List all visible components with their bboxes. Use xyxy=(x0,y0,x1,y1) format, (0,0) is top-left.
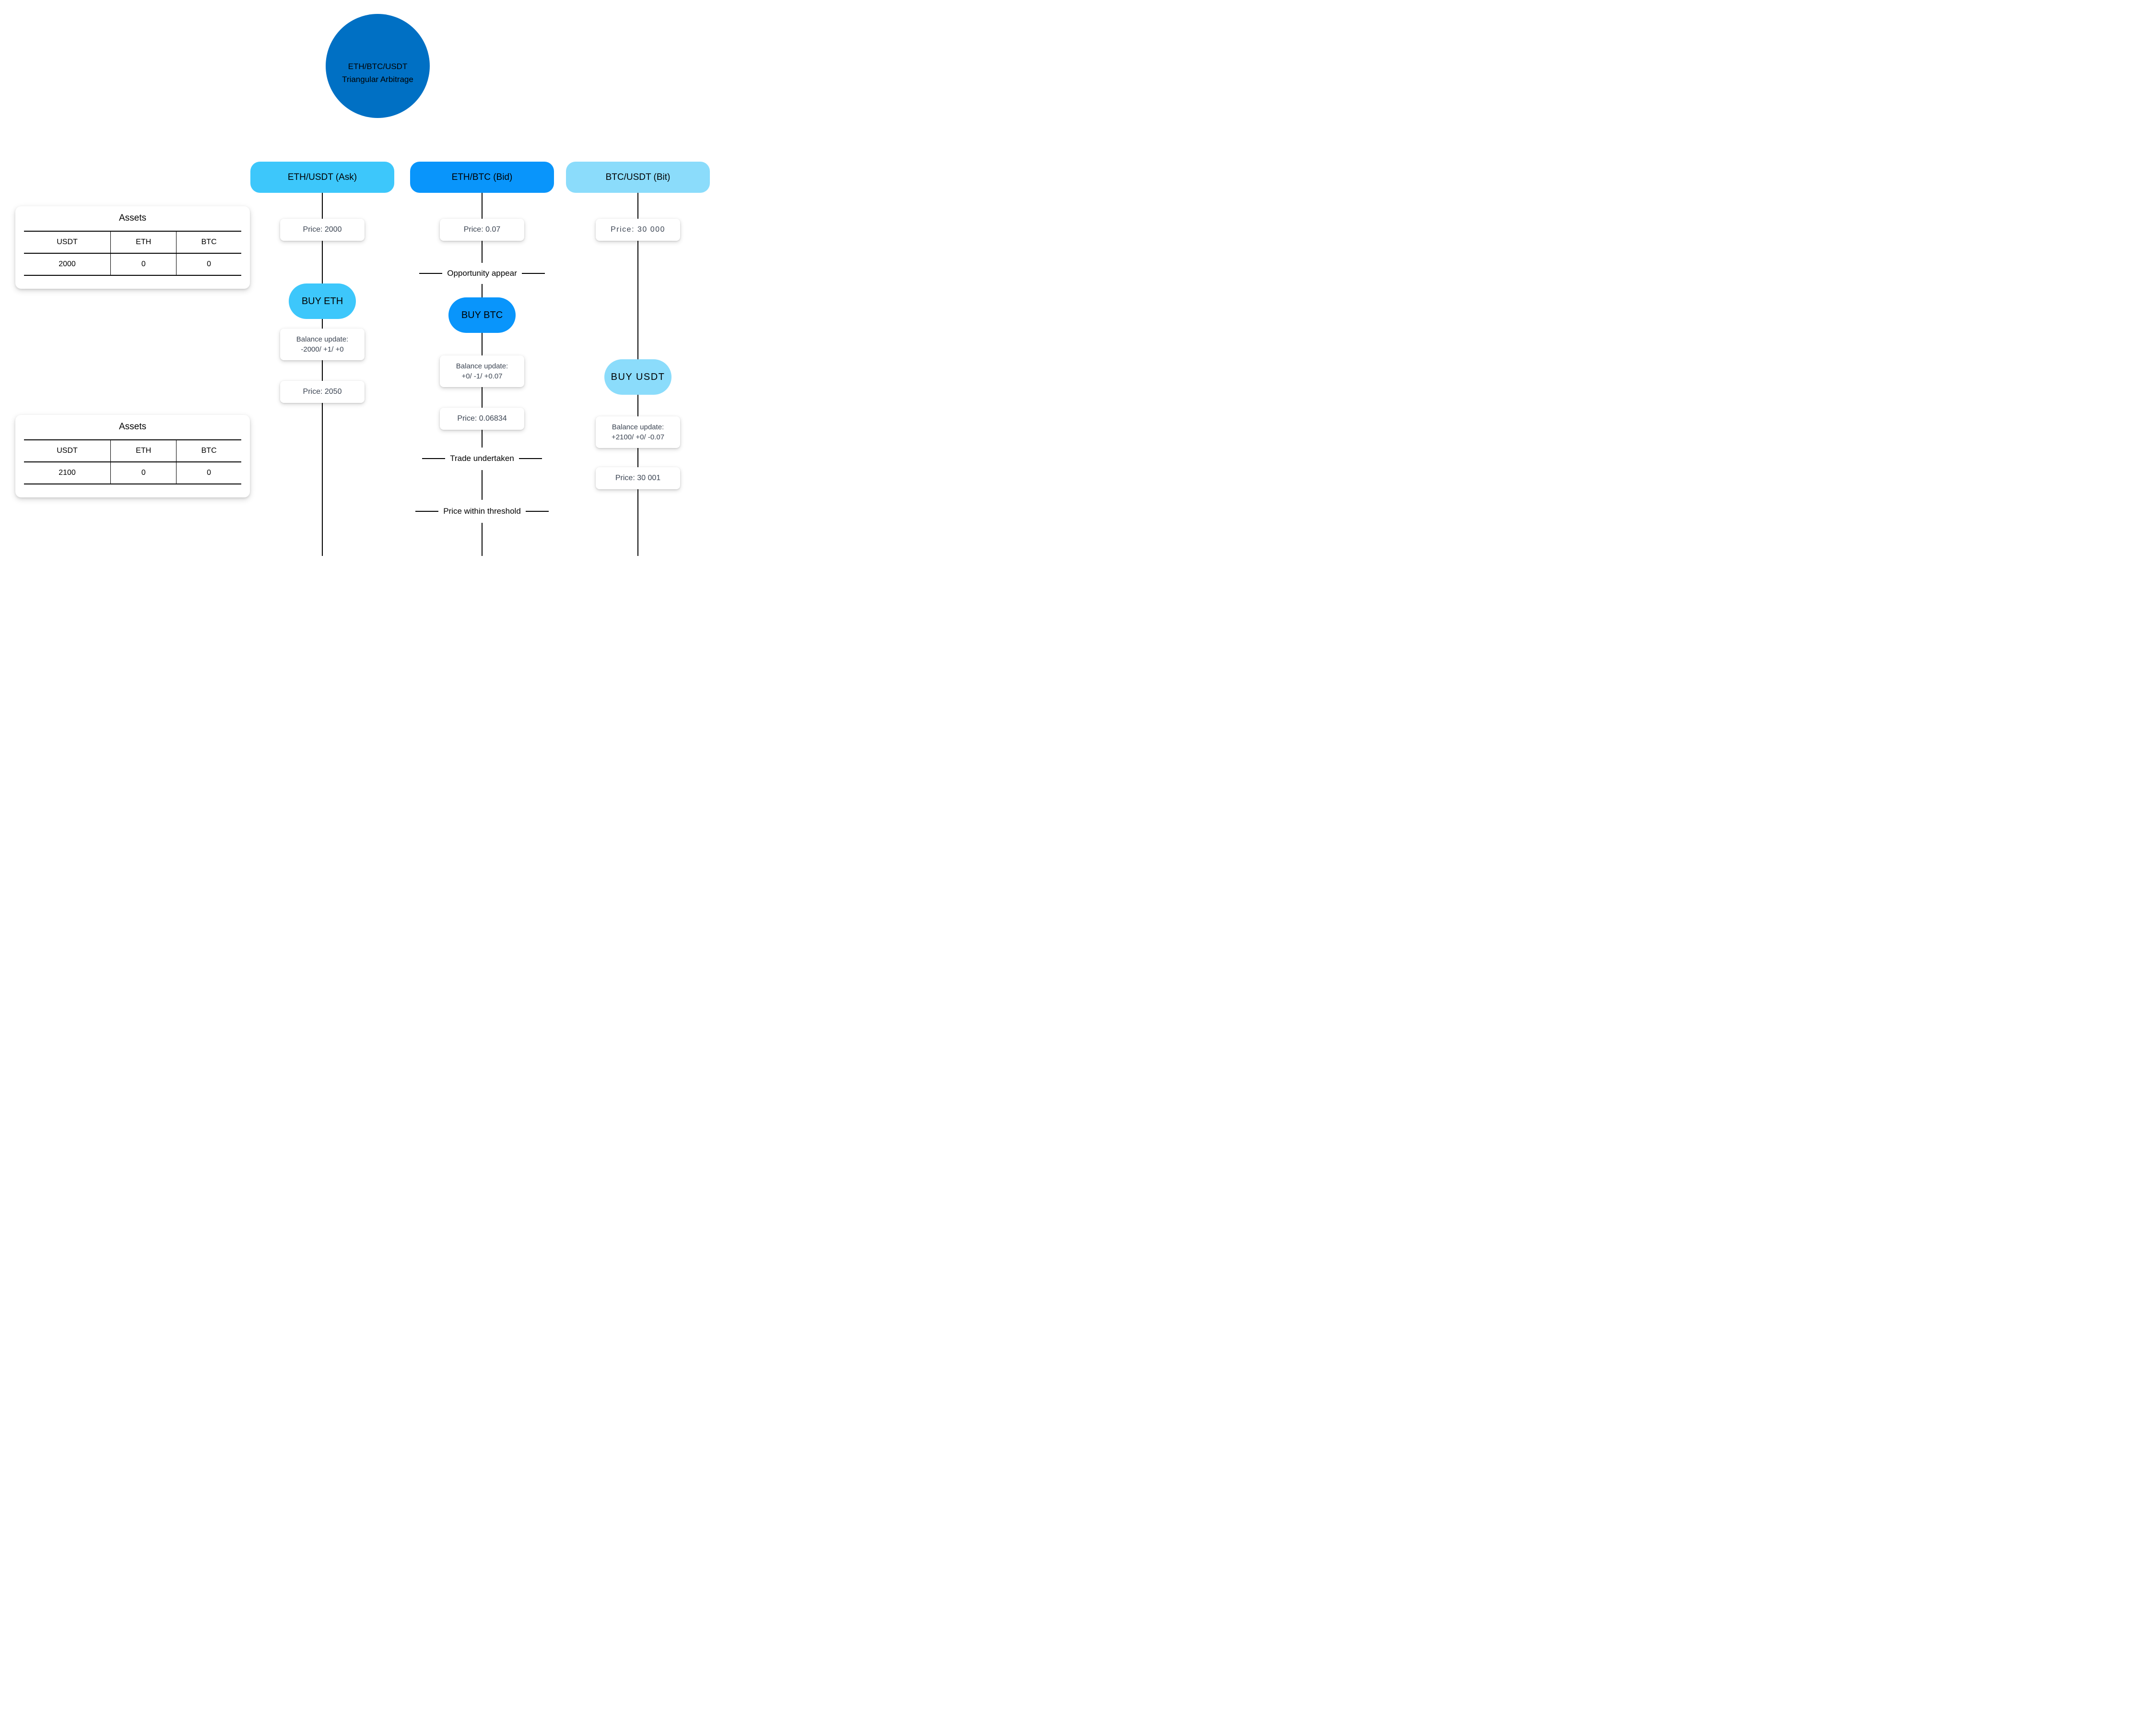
assets-table: USDT ETH BTC 2000 0 0 xyxy=(24,231,241,276)
title-circle-label: ETH/BTC/USDT Triangular Arbitrage xyxy=(342,60,413,86)
price-close-eth-btc-label: Price: 0.06834 xyxy=(457,414,507,423)
separator-line xyxy=(525,511,549,512)
assets-card-final[interactable]: Assets USDT ETH BTC 2100 0 0 xyxy=(15,415,250,497)
lane-header-eth-usdt-ask[interactable]: ETH/USDT (Ask) xyxy=(250,162,394,193)
balance-update-eth-usdt-title: Balance update: xyxy=(296,335,349,343)
assets-table: USDT ETH BTC 2100 0 0 xyxy=(24,439,241,484)
balance-update-eth-btc-title: Balance update: xyxy=(456,362,508,370)
assets-col-btc: BTC xyxy=(176,439,241,462)
price-open-eth-btc[interactable]: Price: 0.07 xyxy=(440,219,524,241)
assets-col-usdt: USDT xyxy=(24,231,111,254)
assets-usdt-value: 2000 xyxy=(24,253,111,276)
separator-line xyxy=(415,511,439,512)
price-close-eth-usdt-label: Price: 2050 xyxy=(303,387,342,396)
balance-update-btc-usdt[interactable]: Balance update: +2100/ +0/ -0.07 xyxy=(596,416,680,448)
price-open-btc-usdt[interactable]: Price: 30 000 xyxy=(596,219,680,241)
assets-card-initial[interactable]: Assets USDT ETH BTC 2000 0 0 xyxy=(15,206,250,289)
event-opportunity-label: Opportunity appear xyxy=(447,269,517,278)
event-price-within-threshold: Price within threshold xyxy=(405,501,559,522)
assets-eth-value: 0 xyxy=(110,253,177,276)
price-open-eth-usdt[interactable]: Price: 2000 xyxy=(280,219,365,241)
title-line-2: Triangular Arbitrage xyxy=(342,74,413,84)
assets-table-wrap: USDT ETH BTC 2000 0 0 xyxy=(24,231,241,276)
price-close-eth-btc[interactable]: Price: 0.06834 xyxy=(440,408,524,430)
balance-update-eth-usdt-value: -2000/ +1/ +0 xyxy=(301,345,344,354)
price-close-eth-usdt[interactable]: Price: 2050 xyxy=(280,381,365,403)
balance-update-btc-usdt-title: Balance update: xyxy=(612,423,664,431)
price-open-btc-usdt-label: Price: 30 000 xyxy=(611,225,665,234)
assets-eth-value: 0 xyxy=(110,462,177,484)
balance-update-btc-usdt-value: +2100/ +0/ -0.07 xyxy=(611,433,665,441)
assets-card-title: Assets xyxy=(118,422,147,432)
assets-table-wrap: USDT ETH BTC 2100 0 0 xyxy=(24,439,241,484)
assets-col-usdt: USDT xyxy=(24,439,111,462)
title-circle[interactable]: ETH/BTC/USDT Triangular Arbitrage xyxy=(326,14,430,118)
assets-btc-value: 0 xyxy=(176,462,241,484)
buy-btc-pill[interactable]: BUY BTC xyxy=(448,297,516,333)
event-trade-label: Trade undertaken xyxy=(450,454,514,463)
assets-btc-value: 0 xyxy=(176,253,241,276)
event-trade-undertaken: Trade undertaken xyxy=(405,448,559,469)
title-line-1: ETH/BTC/USDT xyxy=(348,62,408,71)
price-close-btc-usdt[interactable]: Price: 30 001 xyxy=(596,467,680,489)
buy-usdt-label: BUY USDT xyxy=(611,371,665,382)
price-open-eth-usdt-label: Price: 2000 xyxy=(303,225,342,234)
assets-value-row: 2100 0 0 xyxy=(24,462,241,484)
separator-line xyxy=(419,273,443,274)
assets-card-title: Assets xyxy=(118,213,147,223)
assets-usdt-value: 2100 xyxy=(24,462,111,484)
price-close-btc-usdt-label: Price: 30 001 xyxy=(615,473,661,482)
lane-header-eth-btc-bid[interactable]: ETH/BTC (Bid) xyxy=(410,162,554,193)
buy-btc-label: BUY BTC xyxy=(461,309,503,320)
diagram-canvas: ETH/BTC/USDT Triangular Arbitrage ETH/US… xyxy=(0,0,719,570)
buy-eth-label: BUY ETH xyxy=(301,295,343,307)
assets-header-row: USDT ETH BTC xyxy=(24,439,241,462)
event-threshold-label: Price within threshold xyxy=(443,507,521,516)
event-opportunity-appear: Opportunity appear xyxy=(405,263,559,284)
buy-eth-pill[interactable]: BUY ETH xyxy=(289,283,356,319)
price-open-eth-btc-label: Price: 0.07 xyxy=(463,225,501,234)
balance-update-eth-btc-value: +0/ -1/ +0.07 xyxy=(461,372,503,380)
separator-line xyxy=(518,458,542,459)
balance-update-eth-btc[interactable]: Balance update: +0/ -1/ +0.07 xyxy=(440,355,524,387)
assets-value-row: 2000 0 0 xyxy=(24,253,241,276)
assets-col-eth: ETH xyxy=(110,231,177,254)
separator-line xyxy=(422,458,446,459)
balance-update-eth-usdt[interactable]: Balance update: -2000/ +1/ +0 xyxy=(280,329,365,360)
assets-col-eth: ETH xyxy=(110,439,177,462)
buy-usdt-pill[interactable]: BUY USDT xyxy=(604,359,672,395)
assets-header-row: USDT ETH BTC xyxy=(24,231,241,254)
lifeline-eth-usdt xyxy=(322,193,323,556)
lane-header-btc-usdt-bit[interactable]: BTC/USDT (Bit) xyxy=(566,162,710,193)
lifeline-eth-btc-segment-4 xyxy=(482,523,483,556)
assets-col-btc: BTC xyxy=(176,231,241,254)
separator-line xyxy=(521,273,545,274)
lifeline-eth-btc-segment-3 xyxy=(482,470,483,500)
